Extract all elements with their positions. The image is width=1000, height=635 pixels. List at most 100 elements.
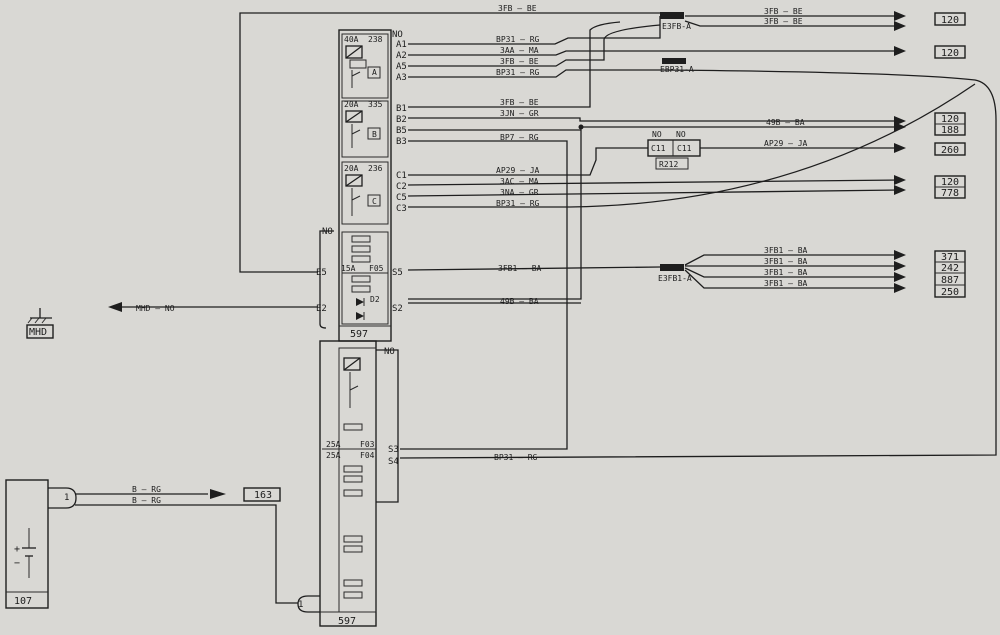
r212-left-pin: C11 <box>651 144 666 153</box>
target-boxes: 120 120 120 188 260 120 778 371 242 887 … <box>934 12 966 298</box>
target-t3b: 188 <box>941 125 959 136</box>
fuse-a-letter: A <box>372 68 377 77</box>
wire-label-c2: 3AC — MA <box>500 177 539 186</box>
fuse-strip-top: 15A F05 D2 <box>341 235 388 320</box>
battery-pin-1: 1 <box>64 493 69 503</box>
pin-b1: B1 <box>396 104 407 114</box>
target-t6-2: 242 <box>941 263 959 274</box>
arrow-right-icon <box>894 250 906 260</box>
target-t5b: 778 <box>941 188 959 199</box>
fuse-c-number: 236 <box>368 164 383 173</box>
wire-label-out-ap29: AP29 — JA <box>764 139 808 148</box>
target-t5a: 120 <box>941 177 959 188</box>
arrow-right-icon <box>894 272 906 282</box>
wire-label-a2: 3AA — MA <box>500 46 539 55</box>
wire-label-top: 3FB — BE <box>498 4 537 13</box>
wire-label-out-3fb1-2: 3FB1 — BA <box>764 257 808 266</box>
diode-d2-label: D2 <box>370 295 380 304</box>
splice-ebp31-mark <box>662 58 686 64</box>
wire-label-out-3fb1-3: 3FB1 — BA <box>764 268 808 277</box>
wire-label-e2: MHD — NO <box>136 304 175 313</box>
wire-label-b-lower: B — RG <box>132 496 161 505</box>
pin-s4: S4 <box>388 457 399 467</box>
wire-labels: 3FB — BE BP31 — RG 3AA — MA 3FB — BE BP3… <box>132 4 808 505</box>
pin-a2: A2 <box>396 51 407 61</box>
pin-c3: C3 <box>396 204 407 214</box>
r212-right-no: NO <box>676 130 686 139</box>
wire-label-c1: AP29 — JA <box>496 166 540 175</box>
pin-no-bottom: NO <box>384 347 395 357</box>
fuse-f05-name: F05 <box>369 264 384 273</box>
pin-c5: C5 <box>396 193 407 203</box>
connector-597-bottom-id: 597 <box>338 616 356 627</box>
pin-e5: E5 <box>316 268 327 278</box>
pin-b5: B5 <box>396 126 407 136</box>
arrow-right-icon <box>894 261 906 271</box>
fuse-f03-rating: 25A <box>326 440 341 449</box>
target-t3a: 120 <box>941 114 959 125</box>
bottom-box-pin-1: 1 <box>297 595 320 613</box>
ground-mhd-id: MHD <box>29 327 47 338</box>
pin-s2: S2 <box>392 304 403 314</box>
pin-c2: C2 <box>396 182 407 192</box>
arrow-right-icon <box>894 46 906 56</box>
target-t4: 260 <box>941 145 959 156</box>
target-t2: 120 <box>941 48 959 59</box>
pin-no-left: NO <box>322 227 333 237</box>
wire-label-out-3fb1-4: 3FB1 — BA <box>764 279 808 288</box>
pin-s5: S5 <box>392 268 403 278</box>
arrows <box>108 11 906 499</box>
splice-e3fb-mark <box>660 12 684 19</box>
splice-e3fb1-label: E3FB1-A <box>658 274 692 283</box>
relay-c: 20A 236 C <box>344 164 383 216</box>
wire-label-a3: BP31 — RG <box>496 68 540 77</box>
wire-label-s5: 3FB1 — BA <box>498 264 542 273</box>
pin-a1: A1 <box>396 40 407 50</box>
wire-label-out-2: 3FB — BE <box>764 17 803 26</box>
wire-label-b-upper: B — RG <box>132 485 161 494</box>
wire-label-b1: 3FB — BE <box>500 98 539 107</box>
wire-label-b5: BP7 — RG <box>500 133 539 142</box>
connector-597-top-id: 597 <box>350 329 368 340</box>
wire-label-out-1: 3FB — BE <box>764 7 803 16</box>
fuse-f04-name: F04 <box>360 451 375 460</box>
relay-a: 40A 238 A <box>344 35 383 88</box>
relay-r212: NO NO C11 C11 R212 <box>647 130 701 170</box>
connector-163: 163 <box>243 487 281 502</box>
wire-label-out-3fb1-1: 3FB1 — BA <box>764 246 808 255</box>
arrow-right-icon <box>210 489 226 499</box>
target-t1: 120 <box>941 15 959 26</box>
battery-plus: + <box>14 544 20 555</box>
relay-b: 20A 335 B <box>344 100 383 148</box>
fuse-box-597-bottom: 597 NO 25A F03 25A F04 <box>319 340 395 627</box>
fuse-a-rating: 40A <box>344 35 359 44</box>
target-t6-4: 250 <box>941 287 959 298</box>
pin-e2: E2 <box>316 304 327 314</box>
fuse-b-letter: B <box>372 130 377 139</box>
splice-e3fb-label: E3FB-A <box>662 22 691 31</box>
fuse-b-number: 335 <box>368 100 383 109</box>
ground-mhd: MHD <box>26 308 54 339</box>
arrow-left-icon <box>108 302 122 312</box>
arrow-right-icon <box>894 122 906 132</box>
splice-e3fb1-mark <box>660 264 684 271</box>
pin-a3: A3 <box>396 73 407 83</box>
pin-b3: B3 <box>396 137 407 147</box>
pin-s3: S3 <box>388 445 399 455</box>
pin-b2: B2 <box>396 115 407 125</box>
wire-label-b2: 3JN — GR <box>500 109 539 118</box>
fuse-f05-rating: 15A <box>341 264 356 273</box>
arrow-right-icon <box>894 175 906 185</box>
fuse-a-number: 238 <box>368 35 383 44</box>
pin-labels: A1 A2 A5 A3 B1 B2 B5 B3 C1 C2 C5 C3 NO E… <box>316 40 407 467</box>
target-t6-3: 887 <box>941 275 959 286</box>
fuse-f03-name: F03 <box>360 440 375 449</box>
arrow-right-icon <box>894 185 906 195</box>
connector-163-id: 163 <box>254 490 272 501</box>
wire-label-s4: BP31 — RG <box>494 453 538 462</box>
r212-right-pin: C11 <box>677 144 692 153</box>
target-t6-1: 371 <box>941 252 959 263</box>
arrow-right-icon <box>894 283 906 293</box>
